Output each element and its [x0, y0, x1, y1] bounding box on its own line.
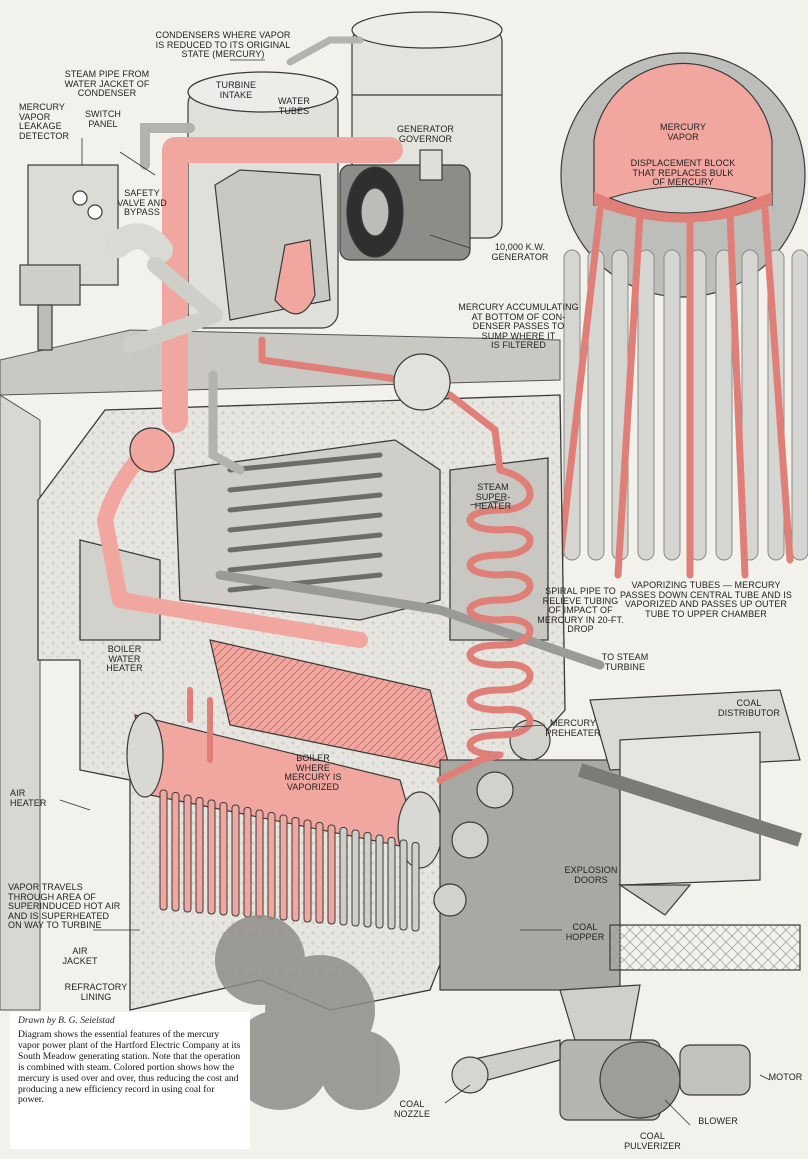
mercury-flow-path — [97, 137, 534, 784]
caption-text: Diagram shows the essential features of … — [18, 1029, 241, 1106]
generator — [339, 149, 471, 261]
boiler-vaporizing-rod — [291, 817, 300, 922]
label-coal-pulverizer: COAL PULVERIZER — [624, 1131, 681, 1151]
vaporizing-tubes-inset — [556, 52, 808, 579]
label-vapor-travels: VAPOR TRAVELS THROUGH AREA OF SUPERINDUC… — [8, 882, 121, 930]
label-coal-hopper: COAL HOPPER — [565, 922, 605, 942]
label-vaporizing-tubes: VAPORIZING TUBES — MERCURY PASSES DOWN C… — [620, 580, 792, 619]
label-coal-distributor: COAL DISTRIBUTOR — [718, 698, 780, 718]
vaporizing-tube-outer — [791, 249, 808, 561]
label-boiler: BOILER WHERE MERCURY IS VAPORIZED — [284, 753, 342, 792]
label-motor: MOTOR — [768, 1072, 803, 1082]
boiler-vaporizing-rod — [339, 827, 348, 926]
boiler-vaporizing-rod — [303, 819, 312, 923]
boiler-vaporizing-rod — [159, 789, 168, 911]
boiler-vaporizing-rod — [207, 799, 216, 915]
boiler-vaporizing-rod — [327, 824, 336, 925]
label-blower: BLOWER — [698, 1116, 738, 1126]
explosion-doors — [433, 719, 621, 991]
label-mercury-accumulating: MERCURY ACCUMULATING AT BOTTOM OF CON- D… — [458, 302, 579, 350]
coal-distributor — [451, 689, 803, 1121]
vaporizing-tube-outer — [741, 249, 759, 561]
boiler-vaporizing-rod — [363, 832, 372, 928]
steam-superheater — [215, 452, 605, 670]
vaporizing-tube-mercury — [761, 206, 794, 564]
label-safety-valve: SAFETY VALVE AND BYPASS — [117, 188, 167, 217]
vaporizing-tube-outer — [663, 249, 681, 561]
vaporizing-tube-mercury — [614, 211, 644, 579]
label-refractory-lining: REFRACTORY LINING — [64, 982, 128, 1002]
label-leakage-detector: MERCURY VAPOR LEAKAGE DETECTOR — [19, 102, 70, 141]
label-steam-pipe: STEAM PIPE FROM WATER JACKET OF CONDENSE… — [64, 69, 150, 98]
boiler-vaporizing-rod — [387, 837, 396, 930]
label-air-jacket: AIR JACKET — [62, 946, 98, 966]
label-mercury-preheater: MERCURY PREHEATER — [545, 718, 601, 738]
boiler-vaporizing-rod — [375, 834, 384, 929]
label-boiler-water-heater: BOILER WATER HEATER — [106, 644, 143, 673]
label-steam-superheater: STEAM SUPER- HEATER — [474, 482, 512, 511]
label-generator: 10,000 K.W. GENERATOR — [491, 242, 549, 262]
label-air-heater: AIR HEATER — [10, 788, 47, 808]
boiler-vaporizing-rod — [399, 839, 408, 931]
boiler-vaporizing-rod — [255, 809, 264, 919]
boiler-vaporizing-rod — [231, 804, 240, 917]
boiler-vaporizing-rod — [243, 807, 252, 918]
vaporizing-tube-outer — [715, 249, 733, 561]
boiler-vaporizing-rod — [315, 822, 324, 924]
label-turbine-intake: TURBINE INTAKE — [215, 80, 257, 100]
boiler-vaporizing-rod — [219, 802, 228, 916]
boiler-vaporizing-rod — [195, 797, 204, 914]
label-generator-governor: GENERATOR GOVERNOR — [396, 124, 455, 144]
boiler-vaporizing-rod — [279, 814, 288, 921]
boiler-vaporizing-rod — [183, 794, 192, 913]
label-explosion-doors: EXPLOSION DOORS — [564, 865, 618, 885]
label-to-steam-turbine: TO STEAM TURBINE — [601, 652, 649, 672]
steam-pipes — [140, 36, 364, 475]
leader-lines — [59, 59, 771, 1126]
vaporizing-tube-mercury — [556, 206, 604, 564]
label-displacement-block: DISPLACEMENT BLOCK THAT REPLACES BULK OF… — [630, 158, 736, 187]
caption-box: Drawn by B. G. Seielstad Diagram shows t… — [10, 1012, 250, 1149]
switch-panel — [19, 164, 119, 351]
label-switch-panel: SWITCH PANEL — [84, 109, 122, 129]
boiler-vaporizing-rod — [351, 829, 360, 927]
label-condensers: CONDENSERS WHERE VAPOR IS REDUCED TO ITS… — [155, 30, 291, 59]
smoke-cloud — [215, 915, 400, 1110]
label-spiral-pipe: SPIRAL PIPE TO RELIEVE TUBING OF IMPACT … — [537, 586, 624, 634]
artist-credit: Drawn by B. G. Seielstad — [18, 1016, 115, 1026]
vaporizing-tube-mercury — [726, 211, 749, 579]
label-mercury-vapor: MERCURY VAPOR — [659, 122, 707, 142]
boiler — [126, 712, 443, 932]
label-coal-nozzle: COAL NOZZLE — [393, 1099, 431, 1119]
vaporizing-tube-outer — [637, 249, 655, 561]
boiler-vaporizing-rod — [267, 812, 276, 920]
boiler-vaporizing-rod — [411, 842, 420, 932]
label-water-tubes: WATER TUBES — [278, 96, 310, 116]
boiler-vaporizing-rod — [171, 792, 180, 912]
